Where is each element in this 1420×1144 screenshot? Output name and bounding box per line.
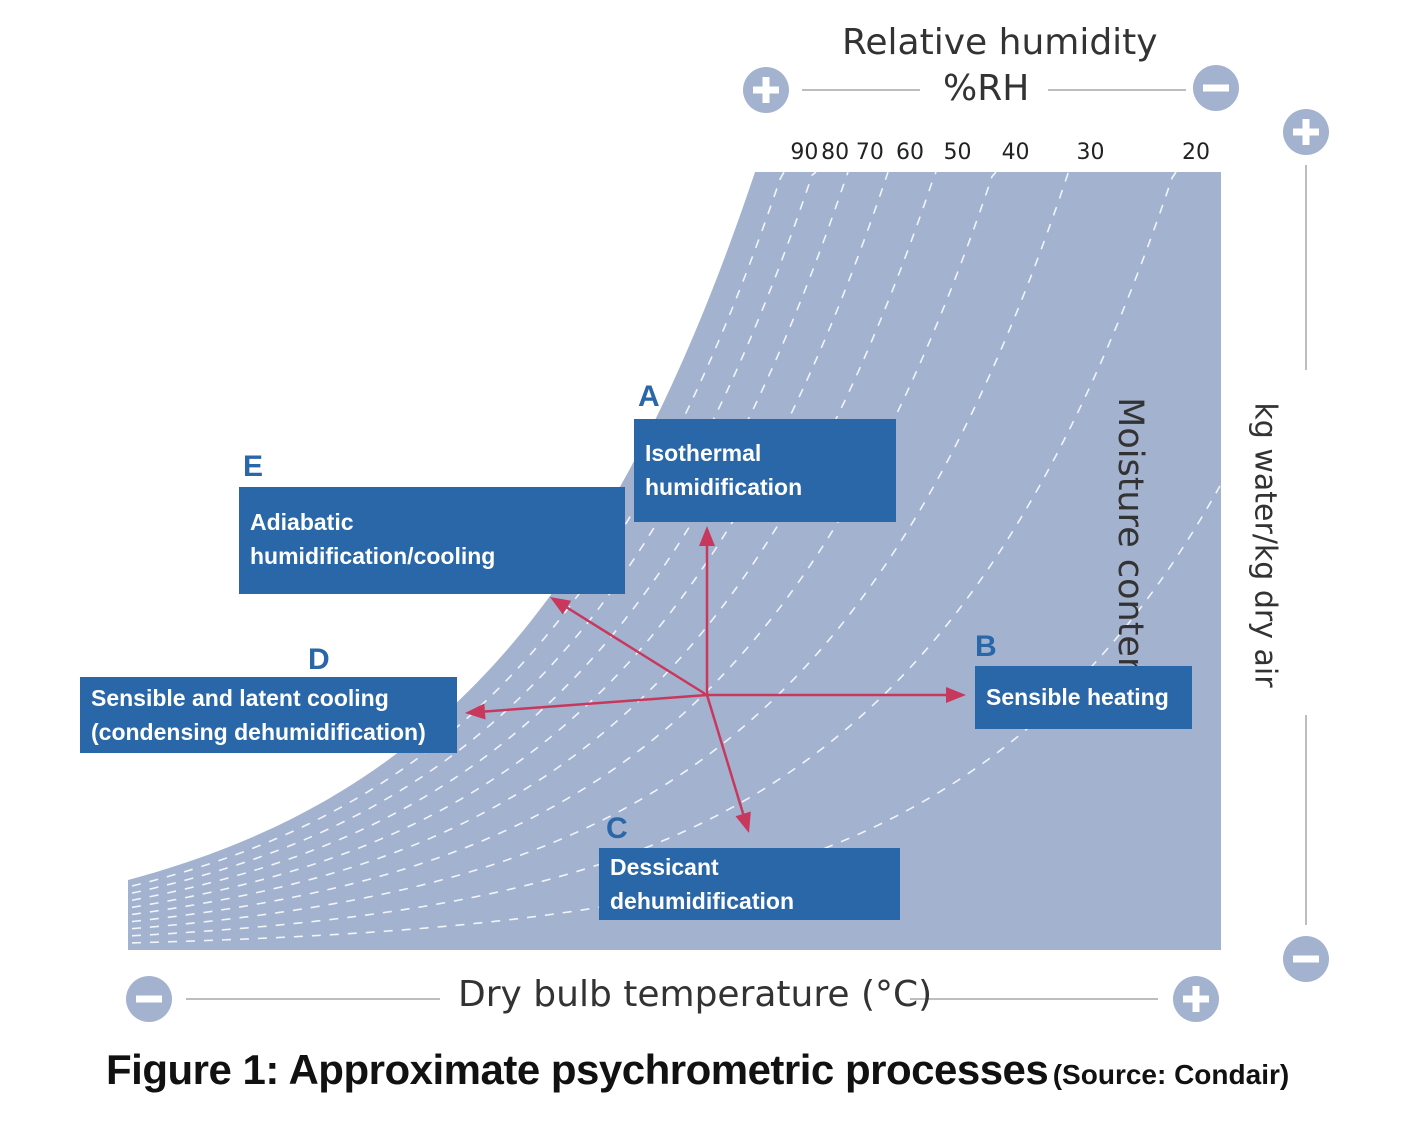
- rh-label-30: 30: [1076, 140, 1105, 165]
- rh-curve-40: [131, 171, 997, 923]
- process-box-adiabatic-humidification: Adiabatic humidification/cooling: [239, 487, 625, 594]
- process-letter-d: D: [308, 643, 330, 676]
- arrow-process-d: [465, 693, 708, 720]
- box-line: Adiabatic: [250, 509, 354, 535]
- process-box-dessicant-dehumidification: Dessicant dehumidification: [599, 848, 900, 920]
- arrow-process-a: [699, 526, 715, 695]
- rh-axis-title: Relative humidity: [842, 22, 1158, 63]
- process-box-sensible-latent-cooling: Sensible and latent cooling (condensing …: [80, 677, 457, 753]
- rh-curve-80: [131, 171, 817, 894]
- y-axis-title: Moisture content: [1110, 397, 1150, 693]
- rh-label-80: 80: [821, 140, 850, 165]
- process-letter-c: C: [606, 812, 628, 845]
- box-line: Sensible heating: [986, 684, 1169, 710]
- process-letter-a: A: [638, 380, 660, 413]
- temperature-plus-icon: [1173, 976, 1219, 1022]
- process-box-sensible-heating: Sensible heating: [975, 666, 1192, 729]
- axis-lines: [186, 89, 1307, 1000]
- x-axis-title: Dry bulb temperature (°C): [458, 974, 933, 1015]
- arrow-process-c: [705, 694, 751, 833]
- rh-minus-icon: [1193, 65, 1239, 111]
- caption-source: (Source: Condair): [1052, 1059, 1290, 1090]
- rh-label-90: 90: [790, 140, 819, 165]
- caption-main: Figure 1: Approximate psychrometric proc…: [106, 1046, 1049, 1093]
- box-line: humidification/cooling: [250, 543, 496, 569]
- rh-label-70: 70: [855, 140, 884, 165]
- arrow-process-b: [707, 687, 966, 703]
- rh-label-60: 60: [895, 140, 924, 165]
- process-box-isothermal-humidification: Isothermal humidification: [634, 419, 896, 522]
- box-line: humidification: [645, 474, 803, 500]
- figure-caption: Figure 1: Approximate psychrometric proc…: [106, 1046, 1289, 1094]
- box-line: Sensible and latent cooling: [91, 685, 389, 711]
- moisture-minus-icon: [1283, 936, 1329, 982]
- box-line: (condensing dehumidification): [91, 719, 426, 745]
- rh-curve-90: [131, 171, 785, 887]
- process-letter-e: E: [243, 450, 264, 483]
- psychrometric-region: [128, 172, 1221, 950]
- box-line: Dessicant: [610, 854, 719, 880]
- moisture-plus-icon: [1283, 109, 1329, 155]
- arrow-process-e: [550, 597, 708, 697]
- box-line: Isothermal: [645, 440, 762, 466]
- rh-curve-20: [131, 171, 1177, 937]
- rh-label-50: 50: [943, 140, 972, 165]
- rh-label-40: 40: [1001, 140, 1030, 165]
- y-axis-unit: kg water/kg dry air: [1247, 402, 1283, 688]
- temperature-minus-icon: [126, 976, 172, 1022]
- process-letter-b: B: [975, 630, 997, 663]
- rh-curve-30: [131, 171, 1073, 930]
- process-arrows: [465, 526, 966, 833]
- box-line: dehumidification: [610, 888, 794, 914]
- rh-label-20: 20: [1182, 140, 1211, 165]
- rh-plus-icon: [743, 67, 789, 113]
- rh-axis-unit: %RH: [943, 68, 1030, 109]
